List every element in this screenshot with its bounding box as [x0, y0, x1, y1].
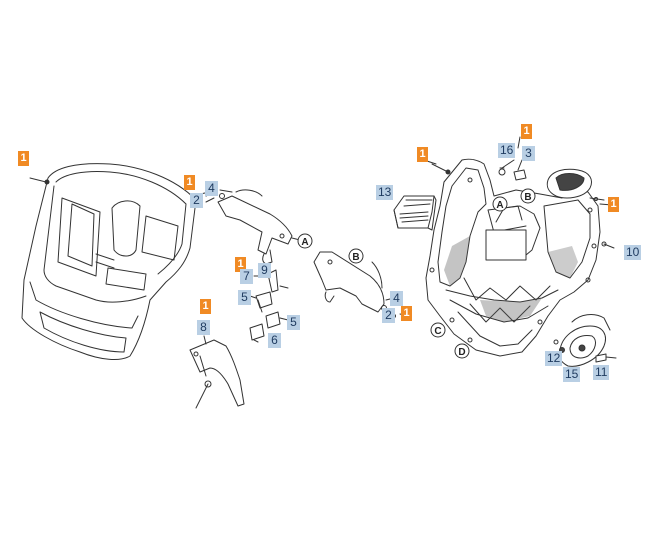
tow-eye-bracket-part: [553, 314, 617, 367]
callout-c11[interactable]: 1: [200, 299, 211, 314]
callout-c10[interactable]: 6: [268, 333, 281, 348]
callout-c1[interactable]: 1: [18, 151, 29, 166]
callout-c15[interactable]: 1: [401, 306, 412, 321]
callout-c7[interactable]: 9: [258, 263, 271, 278]
callout-c24[interactable]: 15: [563, 367, 581, 382]
lower-mount-bracket-part: [189, 335, 245, 409]
vent-grille-part: [393, 195, 437, 231]
letter-marker-C1: C: [430, 322, 446, 338]
letter-B1-text: B: [352, 252, 359, 263]
letter-marker-B2: B: [520, 188, 536, 204]
callout-c5[interactable]: 1: [235, 257, 246, 272]
callout-c17[interactable]: 16: [498, 143, 516, 158]
callout-c16[interactable]: 1: [521, 124, 532, 139]
callout-c3[interactable]: 4: [205, 181, 218, 196]
callout-c2[interactable]: 1: [184, 175, 195, 190]
callout-c21[interactable]: 13: [376, 185, 394, 200]
callout-c9[interactable]: 5: [287, 315, 300, 330]
callout-c18[interactable]: 3: [522, 146, 535, 161]
frame-shading: [444, 236, 578, 322]
letter-marker-D1: D: [454, 343, 470, 359]
main-frame-part: [425, 158, 615, 357]
callout-c22[interactable]: 10: [624, 245, 642, 260]
letter-B2-text: B: [524, 192, 531, 203]
callout-c20[interactable]: 1: [608, 197, 619, 212]
callout-c19[interactable]: 1: [417, 147, 428, 162]
callout-c25[interactable]: 11: [593, 365, 610, 380]
front-fairing-part: [21, 163, 197, 360]
callout-c8[interactable]: 5: [238, 290, 251, 305]
letter-C1-text: C: [434, 326, 441, 337]
letter-marker-A2: A: [492, 196, 508, 212]
callout-c13[interactable]: 4: [390, 291, 403, 306]
letter-marker-A1: A: [297, 233, 313, 249]
callout-c6[interactable]: 7: [240, 269, 253, 284]
letter-A1-text: A: [301, 237, 308, 248]
letter-A2-text: A: [496, 200, 503, 211]
callout-c12[interactable]: 8: [197, 320, 210, 335]
top-cover-part: [546, 168, 605, 201]
left-support-bracket-part: [199, 189, 301, 265]
callout-c14[interactable]: 2: [382, 308, 395, 323]
callout-c4[interactable]: 2: [190, 193, 203, 208]
top-fitting-part: [498, 159, 527, 181]
callout-c23[interactable]: 12: [545, 351, 563, 366]
letter-D1-text: D: [458, 347, 465, 358]
letter-marker-B1: B: [348, 248, 364, 264]
